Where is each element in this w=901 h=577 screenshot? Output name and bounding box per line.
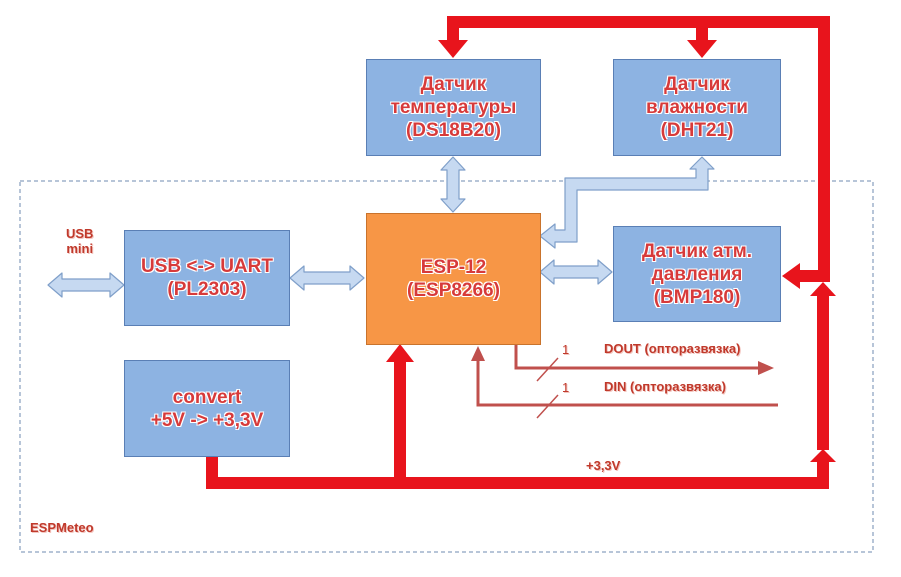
dout-arrow [758,361,774,375]
power-right-riser [818,16,830,282]
power-bottom-bus [206,477,829,489]
usb-mini-bus-arrow [47,272,125,298]
power-arrow-temp [438,40,468,58]
dout-line [514,345,766,370]
power-left-drop [447,16,459,46]
usb-uart-line2: (PL2303) [167,279,247,300]
temp-sensor-line3: (DS18B20) [405,120,502,141]
converter-block: convert +5V -> +3,3V [124,360,290,457]
dout-label: DOUT (опторазвязка) [604,341,741,356]
power-esp-riser [394,358,406,483]
power-right-upper-riser [817,292,829,450]
humidity-sensor-line1: Датчик [664,74,730,95]
din-line [476,352,778,407]
humidity-sensor-block: Датчик влажности (DHT21) [613,59,781,156]
temp-sensor-line2: температуры [390,97,517,118]
converter-line2: +5V -> +3,3V [150,409,264,431]
converter-line1: convert [172,386,242,408]
power-arrow-bus-right [810,449,836,462]
din-arrow [471,346,485,361]
voltage-label: +3,3V [586,458,621,473]
dout-count-label: 1 [562,342,570,357]
power-arrow-humidity [687,40,717,58]
power-arrow-esp [386,344,414,362]
temp-sensor-block: Датчик температуры (DS18B20) [366,59,541,156]
board-name-label: ESPMeteo [30,520,94,535]
esp-line2: (ESP8266) [407,280,500,301]
pressure-sensor-line2: давления [651,263,743,285]
usb-mini-label-line1: USB [66,226,94,241]
power-mid-drop [696,16,708,46]
usb-mini-label-line2: mini [66,241,94,256]
board-outline [19,180,874,553]
usb-mini-label: USB mini [66,226,93,256]
humidity-sensor-line3: (DHT21) [660,120,734,141]
power-arrow-bmp [782,263,800,289]
usb-uart-line1: USB <-> UART [141,256,273,277]
usb-uart-block: USB <-> UART (PL2303) [124,230,290,326]
power-bmp-feed [797,270,830,282]
pressure-sensor-line1: Датчик атм. [641,240,753,262]
usb-uart-esp-bus-arrow [289,265,365,291]
esp-module-block: ESP-12 (ESP8266) [366,213,541,345]
din-label: DIN (опторазвязка) [604,379,726,394]
power-lines [206,16,836,489]
temp-sensor-line1: Датчик [420,74,487,95]
temp-esp-bus-arrow [440,156,466,213]
dout-bus-slash [536,357,559,382]
power-arrow-bmp-lower [810,282,836,296]
esp-line1: ESP-12 [420,257,487,278]
power-top-bus [447,16,830,28]
pressure-sensor-line3: (BMP180) [653,286,741,308]
din-count-label: 1 [562,380,570,395]
esp-bmp-bus-arrow [539,259,613,285]
humidity-sensor-line2: влажности [646,97,748,118]
signal-lines [476,345,778,407]
power-right-lower-riser [817,457,829,489]
pressure-sensor-block: Датчик атм. давления (BMP180) [613,226,781,322]
din-bus-slash [536,394,559,419]
